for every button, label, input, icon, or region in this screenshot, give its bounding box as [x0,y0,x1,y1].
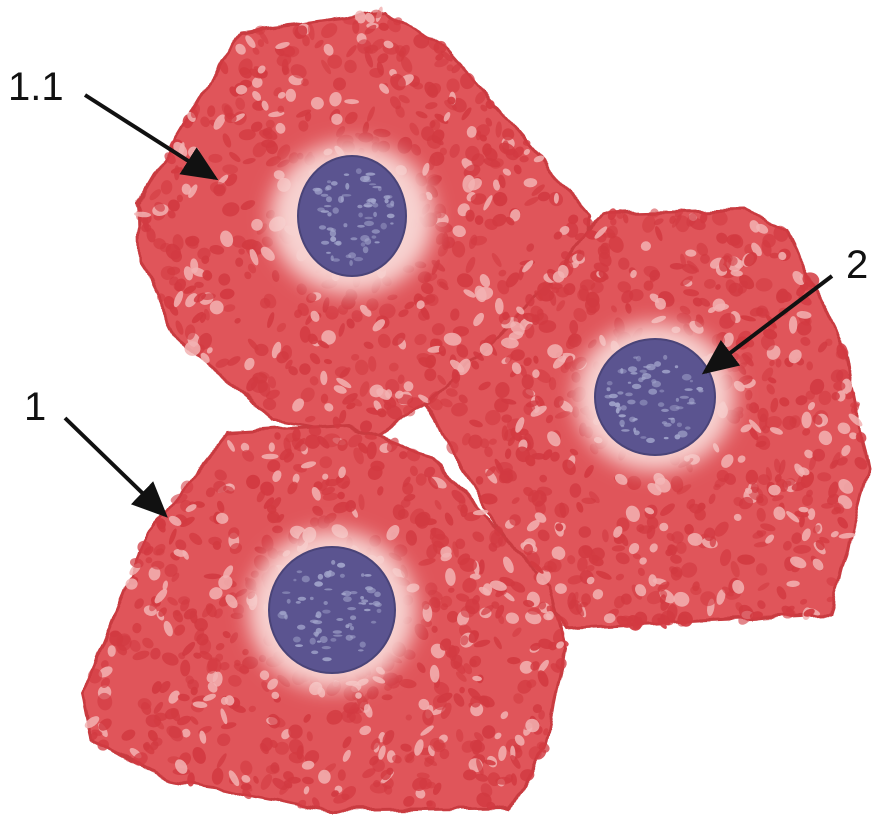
label-cytoplasm: 1.1 [8,65,64,109]
label-cell: 1 [24,385,46,429]
nucleus-right [595,339,715,455]
nucleus-bottom [269,547,395,673]
nucleus-top [298,156,406,276]
label-nucleus: 2 [846,243,868,287]
arrow-icon [65,418,165,515]
